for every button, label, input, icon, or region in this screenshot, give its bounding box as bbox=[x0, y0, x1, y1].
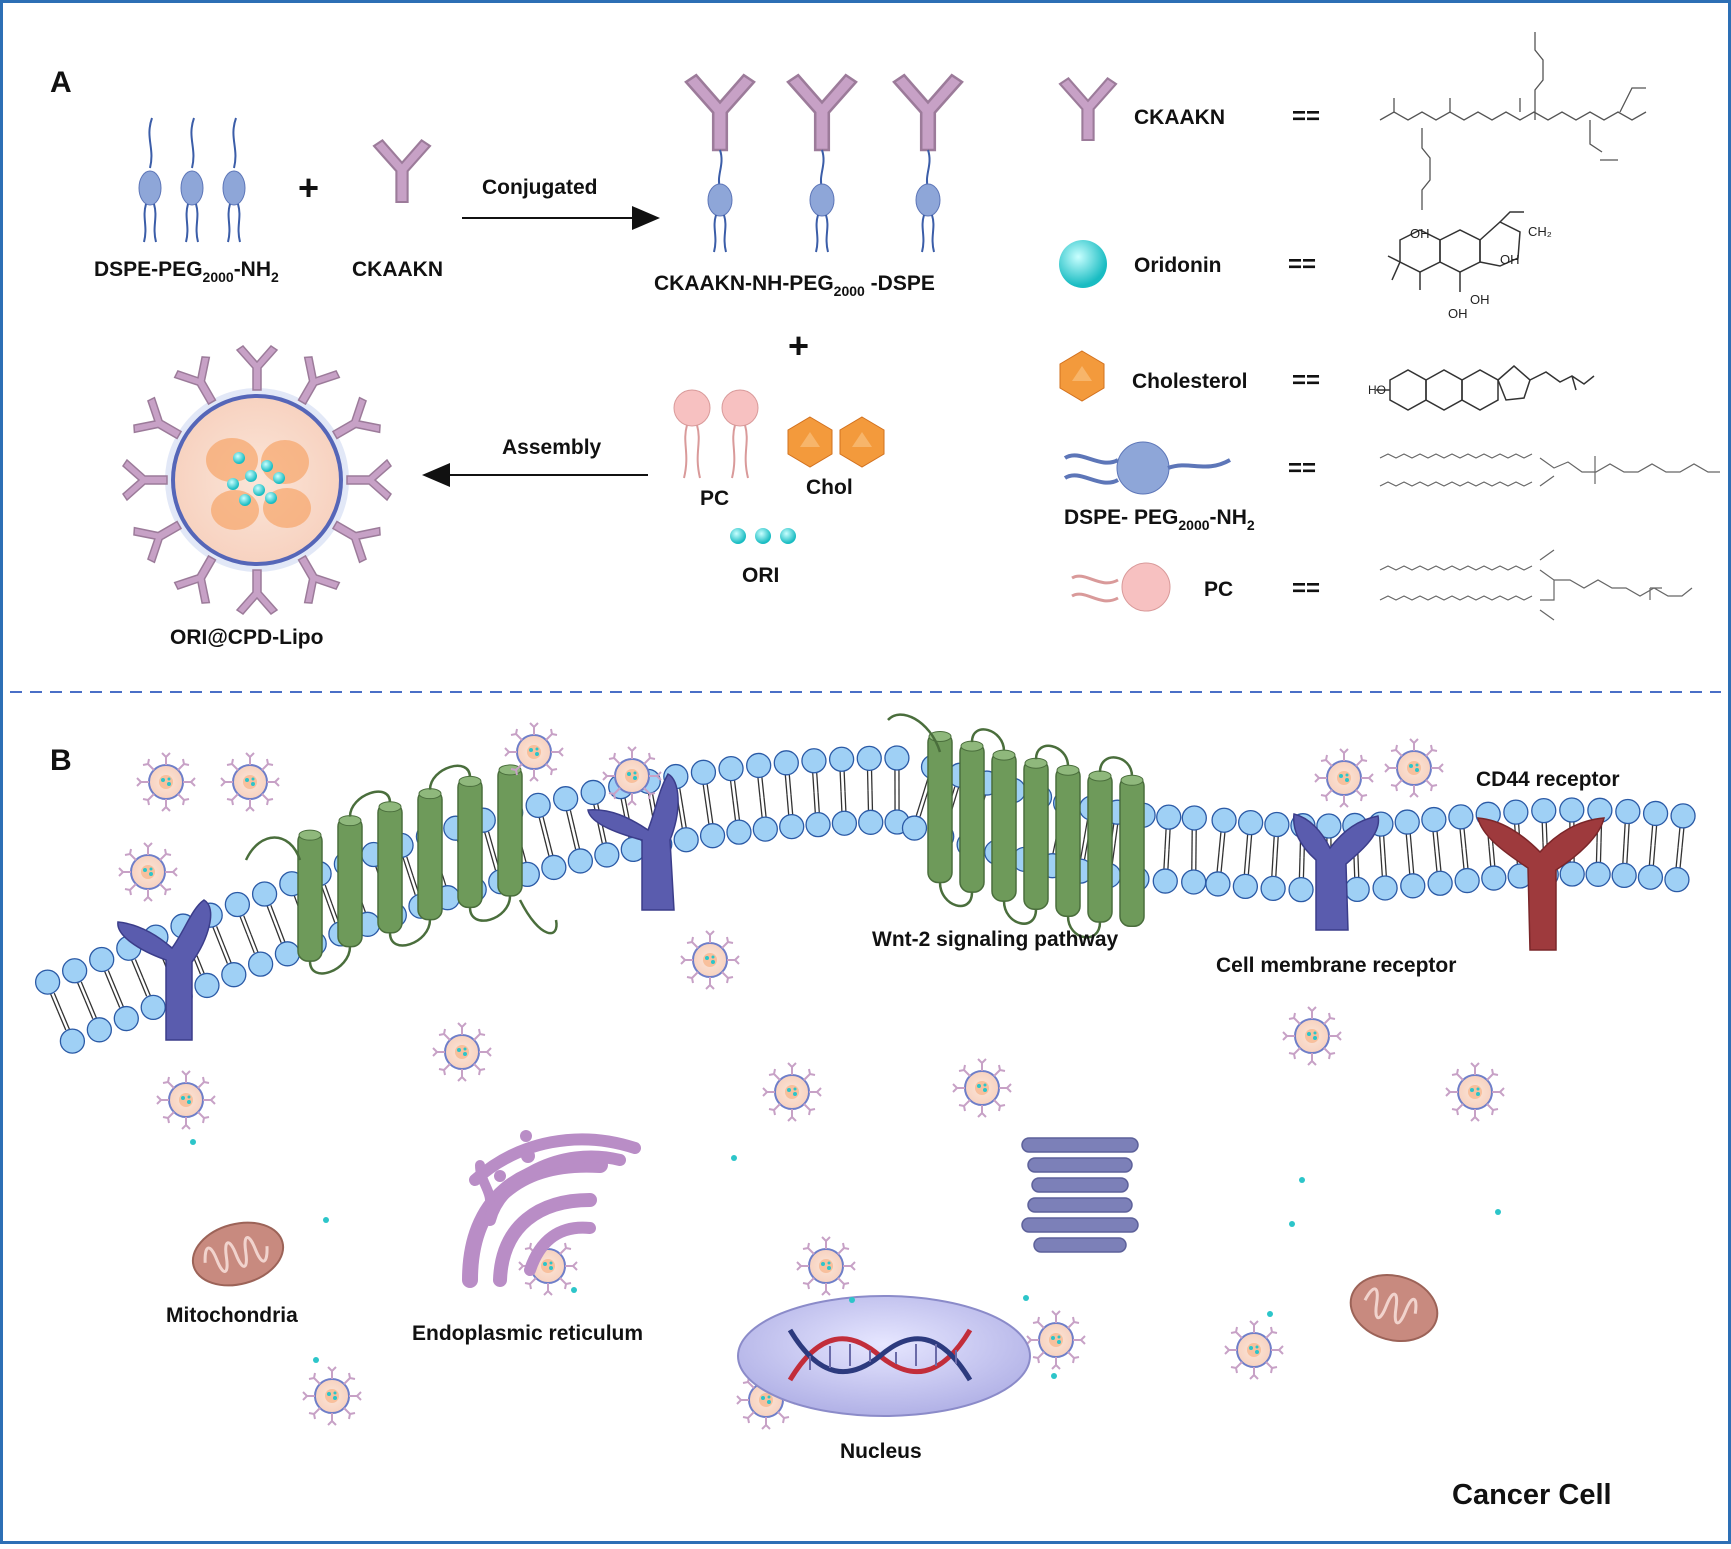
panel-b-letter: B bbox=[50, 744, 72, 777]
dspe-label: DSPE-PEG2000-NH2 bbox=[94, 258, 279, 285]
oridonin-ch2: CH₂ bbox=[1528, 224, 1552, 239]
er-label: Endoplasmic reticulum bbox=[412, 1322, 643, 1345]
oridonin-oh-2: OH bbox=[1500, 252, 1520, 267]
assembly-label: Assembly bbox=[502, 436, 602, 459]
legend-equals-2: == bbox=[1288, 251, 1316, 278]
cholesterol-ho: HO bbox=[1368, 383, 1386, 397]
cd44-label: CD44 receptor bbox=[1476, 768, 1620, 791]
wnt-label: Wnt-2 signaling pathway bbox=[872, 928, 1118, 951]
legend-equals-5: == bbox=[1292, 575, 1320, 602]
ckaakn-label: CKAAKN bbox=[352, 258, 443, 281]
nucleus-label: Nucleus bbox=[840, 1440, 922, 1463]
conjugated-label: Conjugated bbox=[482, 176, 598, 199]
chol-label: Chol bbox=[806, 476, 853, 499]
legend-equals-3: == bbox=[1292, 367, 1320, 394]
oridonin-oh-4: OH bbox=[1448, 306, 1468, 321]
legend-pc-label: PC bbox=[1204, 578, 1233, 601]
legend-ckaakn-label: CKAAKN bbox=[1134, 106, 1225, 129]
lipo-label: ORI@CPD-Lipo bbox=[170, 626, 323, 649]
ori-dots bbox=[730, 528, 796, 544]
legend-cholesterol-label: Cholesterol bbox=[1132, 370, 1248, 393]
plus-sign: + bbox=[298, 167, 319, 208]
oridonin-oh-1: OH bbox=[1410, 226, 1430, 241]
plus-sign-2: + bbox=[788, 325, 809, 366]
ori-label: ORI bbox=[742, 564, 779, 587]
legend-oridonin-icon bbox=[1059, 240, 1107, 288]
cancer-cell-label: Cancer Cell bbox=[1452, 1479, 1612, 1511]
panel-a-letter: A bbox=[50, 66, 72, 99]
legend-dspe-label: DSPE- PEG2000-NH2 bbox=[1064, 506, 1255, 533]
mitochondria-label: Mitochondria bbox=[166, 1304, 298, 1327]
nucleus bbox=[738, 1296, 1030, 1416]
conjugate-label: CKAAKN-NH-PEG2000 -DSPE bbox=[654, 272, 935, 299]
legend-equals-1: == bbox=[1292, 103, 1320, 130]
pc-label: PC bbox=[700, 487, 729, 510]
legend-equals-4: == bbox=[1288, 455, 1316, 482]
oridonin-oh-3: OH bbox=[1470, 292, 1490, 307]
legend-oridonin-label: Oridonin bbox=[1134, 254, 1222, 277]
membrane-receptor-label: Cell membrane receptor bbox=[1216, 954, 1456, 977]
